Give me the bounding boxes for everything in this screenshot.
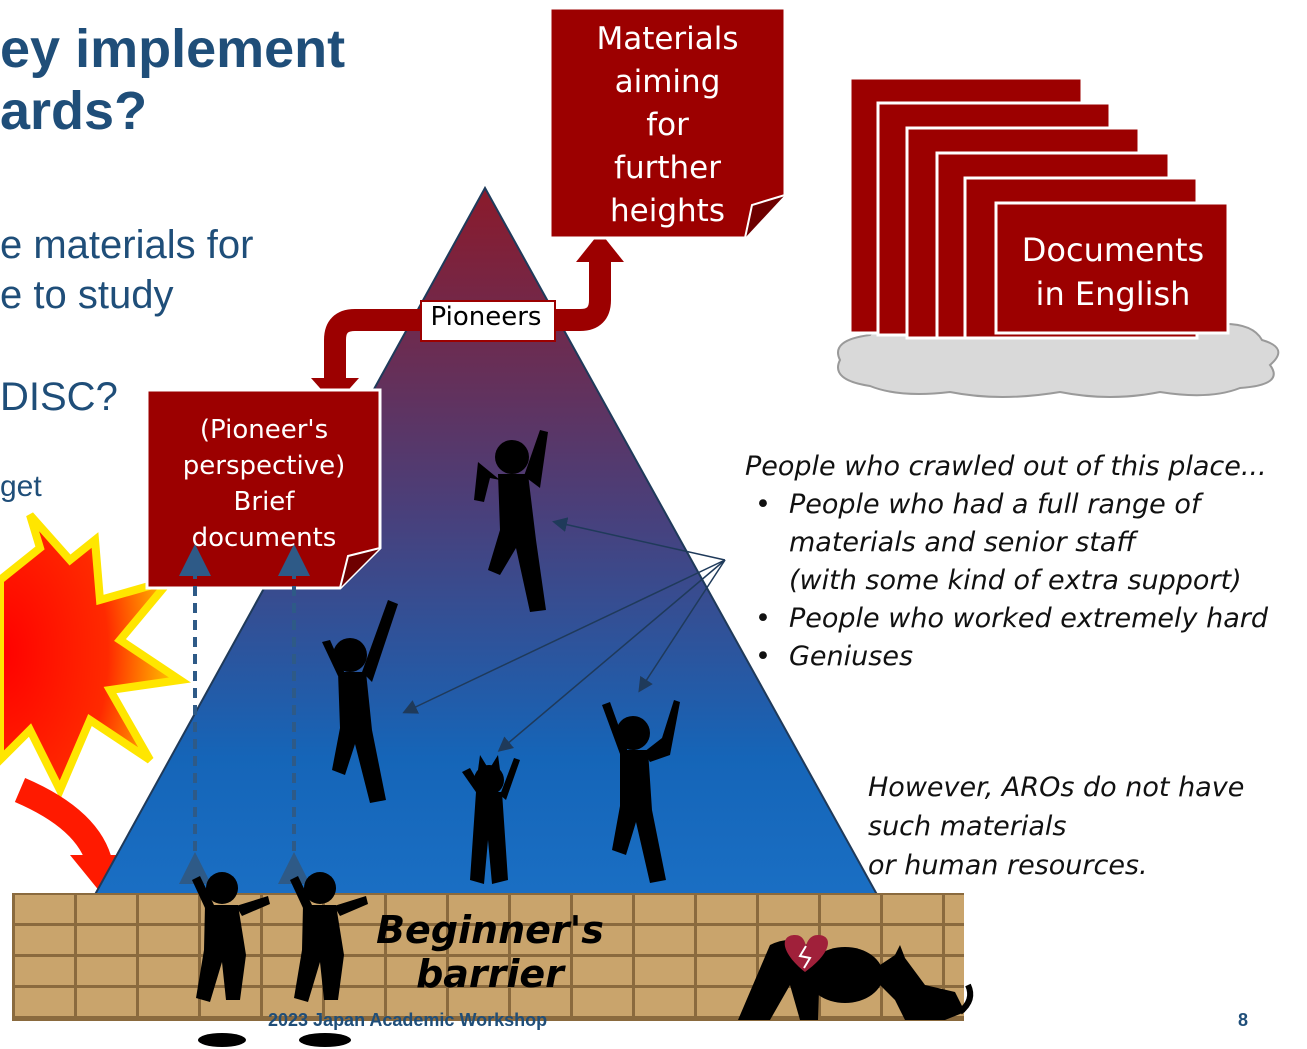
crawled-item-1-line-3: (with some kind of extra support) [789,565,1242,596]
barrier-label-line-1: Beginner's [376,908,604,952]
crawled-item-1-line-1: People who had a full range of [789,489,1201,520]
peak-materials-line-4: further [614,150,721,186]
slide-title-line-2: ards? [0,81,148,141]
peak-materials-text: Materials aiming for further heights [555,18,780,233]
brief-docs-box [145,388,382,590]
pioneers-label: Pioneers [430,302,542,332]
barrier-label: Beginner's barrier [360,908,620,996]
climber-figure-left [322,600,398,803]
crawled-item-1-line-2: materials and senior staff [789,527,1136,558]
peak-materials-line-1: Materials [596,21,739,57]
kneeling-figure [738,940,883,1020]
english-docs-text: Documents in English [998,228,1228,316]
crawled-item-3: • Geniuses [755,638,1305,676]
brief-docs-line-3: Brief [233,487,295,517]
brief-docs-line-4: documents [191,523,337,553]
bullet: • [755,641,771,672]
crawled-item-2: • People who worked extremely hard [755,600,1305,638]
body-line-2: e to study [0,273,174,317]
however-note-line-3: or human resources. [868,850,1148,881]
brief-docs-line-1: (Pioneer's [199,415,329,445]
crawled-item-3-line-1: Geniuses [789,641,914,672]
peak-materials-box [548,6,787,240]
pioneers-label-box [420,300,556,342]
peak-materials-line-5: heights [610,193,725,229]
slide-title: ey implement ards? [0,18,345,142]
however-note: However, AROs do not have such materials… [868,768,1244,885]
cat-comforting-figure [880,945,974,1020]
page-number: 8 [1238,1010,1249,1030]
pointer-arrows [402,517,726,752]
beginner-figure-1 [192,872,270,1047]
dashed-arrows [179,544,310,884]
explosion-burst [0,512,191,800]
english-docs-line-2: in English [1035,275,1191,313]
cat-figure [462,755,520,884]
climber-figure-right [602,700,680,883]
crawled-heading: People who crawled out of this place... [745,451,1267,482]
brief-docs-line-2: perspective) [182,451,346,481]
english-docs-stack [848,76,1230,340]
however-note-line-1: However, AROs do not have [868,772,1245,803]
crawled-item-2-line-1: People who worked extremely hard [789,603,1268,634]
crawled-list: • People who had a full range of materia… [755,486,1305,676]
beginner-figure-2 [290,872,368,1047]
english-docs-line-1: Documents [1021,231,1205,269]
slide-title-line-1: ey implement [0,19,346,79]
body-line-3: DISC? [0,375,118,419]
footer-workshop: 2023 Japan Academic Workshop [268,1010,548,1030]
bullet: • [755,489,771,520]
body-line-1: e materials for [0,223,254,267]
peak-materials-line-3: for [646,107,689,143]
peak-materials-line-2: aiming [614,64,721,100]
barrier-label-line-2: barrier [416,952,564,996]
climber-figure-top [474,430,548,612]
broken-heart-icon [784,935,828,972]
bullet: • [755,603,771,634]
however-note-line-2: such materials [868,811,1067,842]
body-line-4: get [0,470,42,503]
crawled-item-1: • People who had a full range of materia… [755,486,1305,600]
brief-docs-text: (Pioneer's perspective) Brief documents [150,412,378,556]
